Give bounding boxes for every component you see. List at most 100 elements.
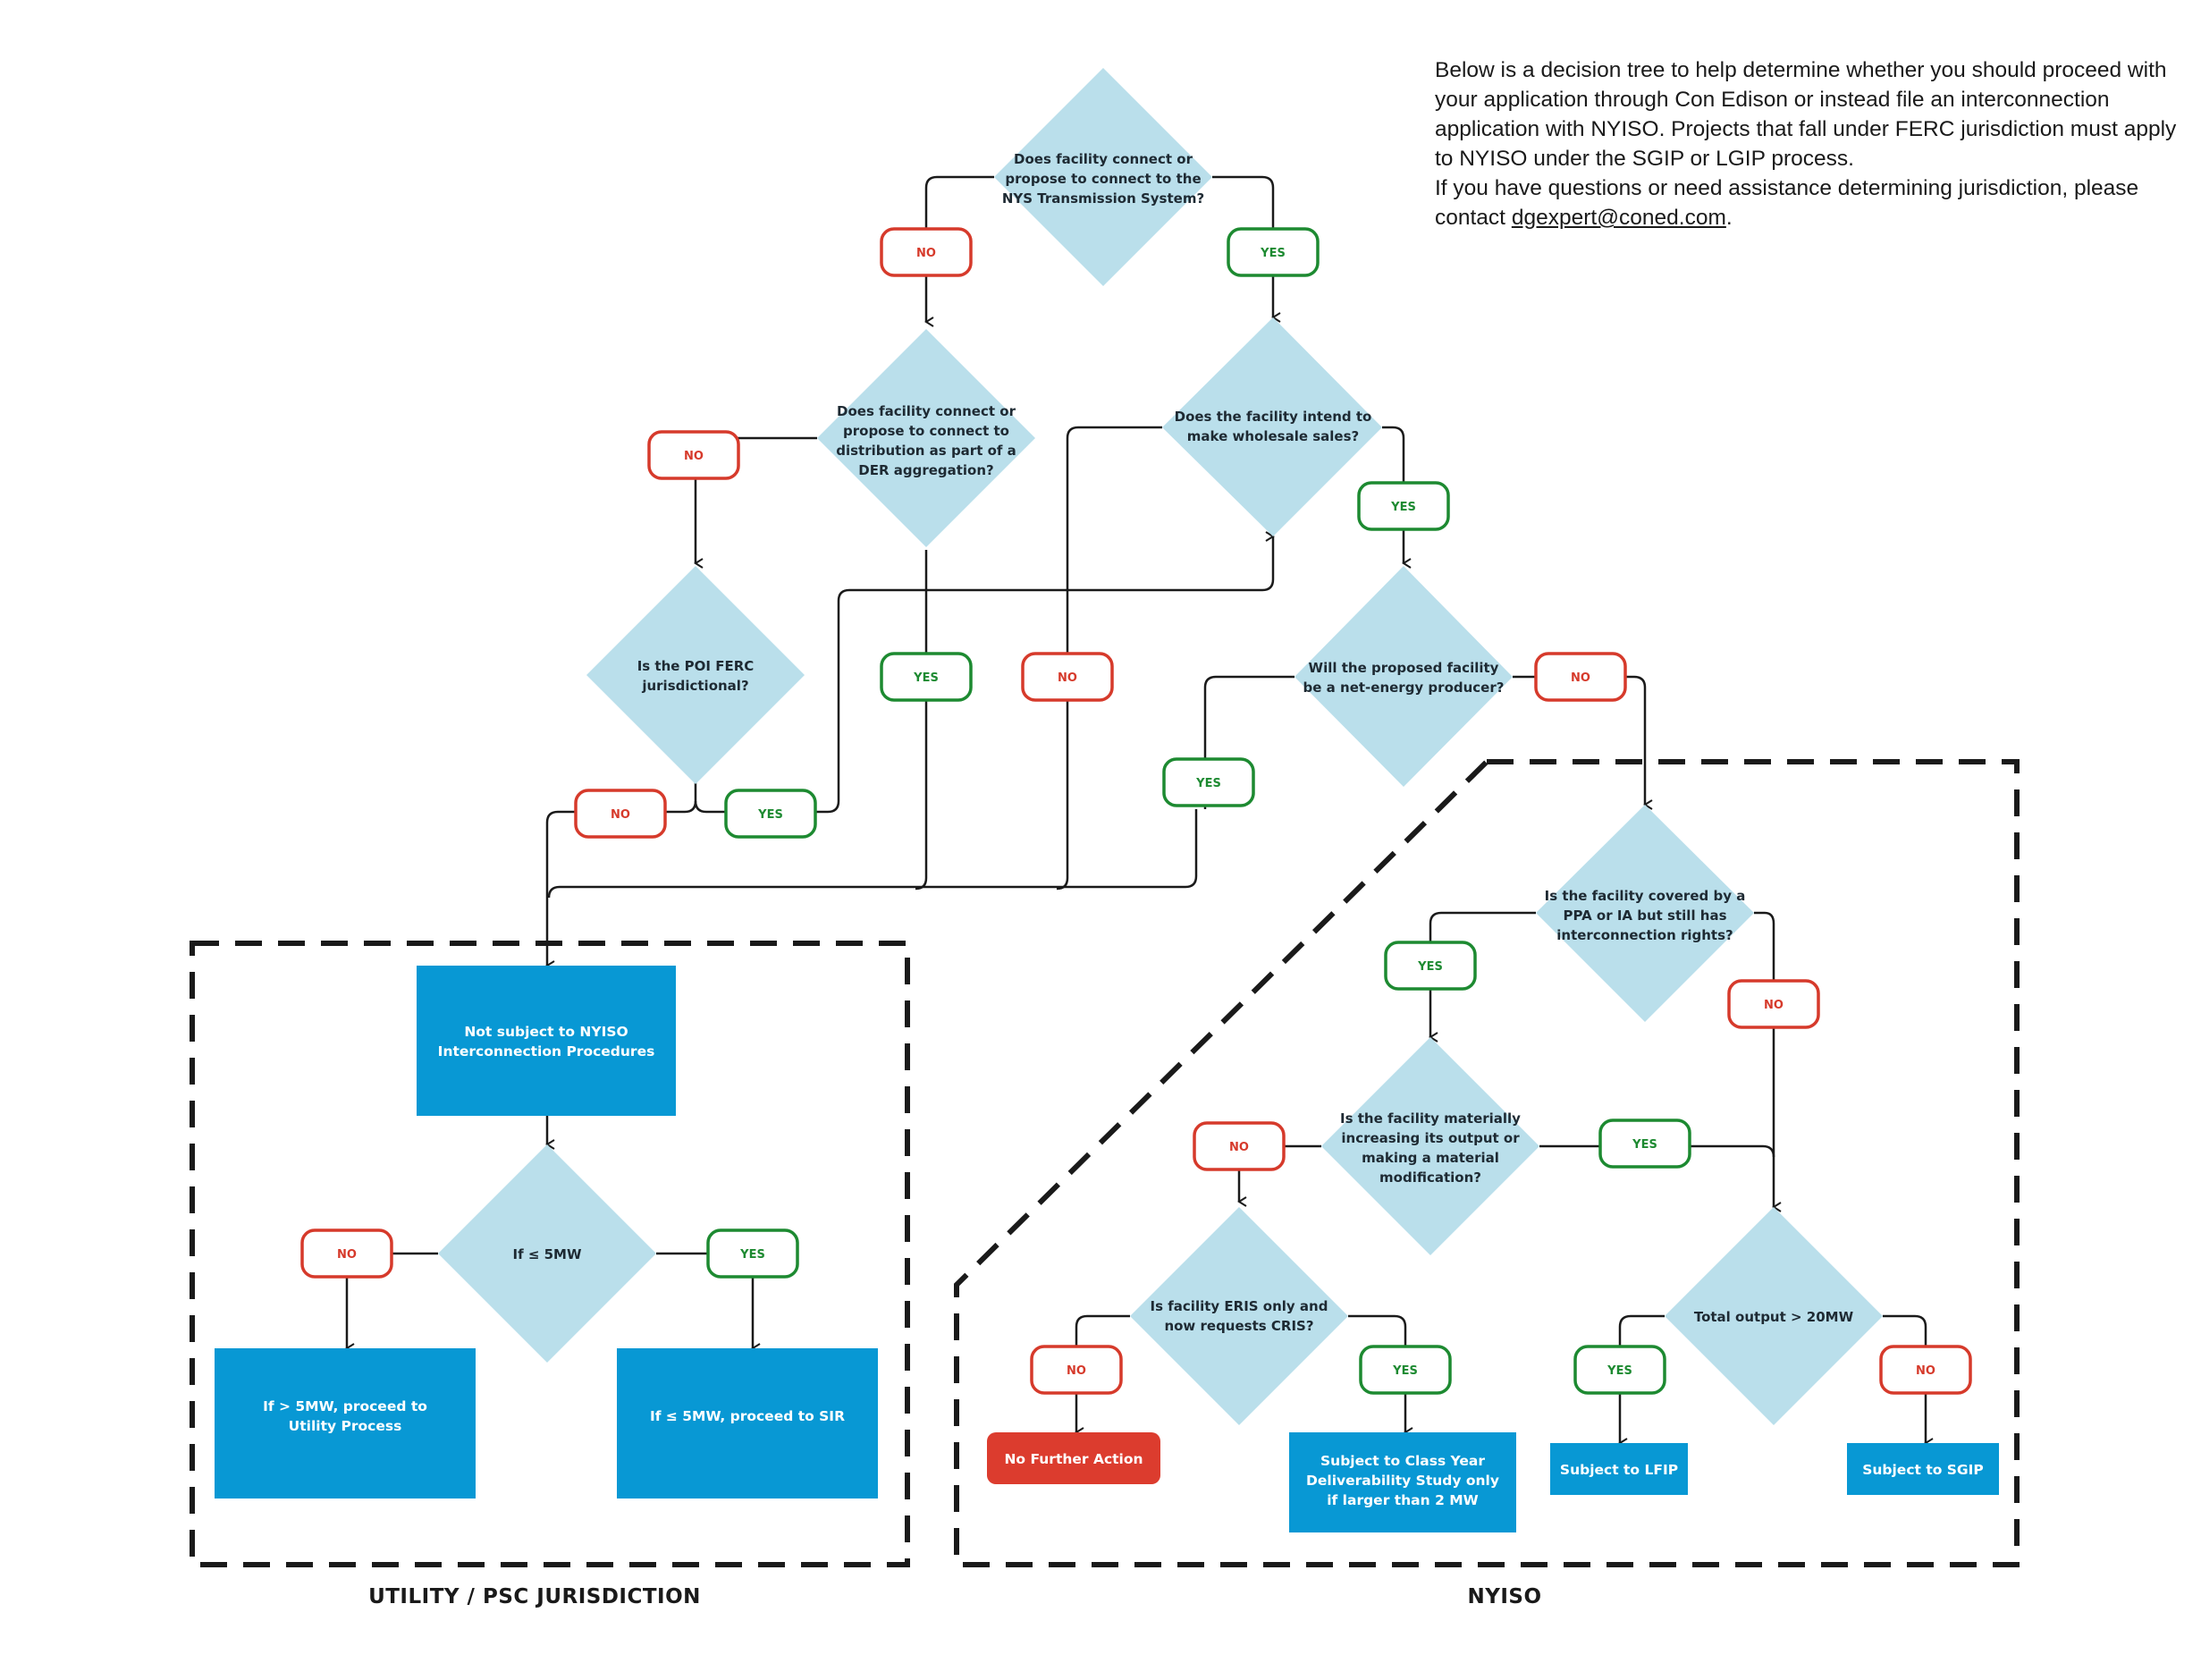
no-text: NO — [1571, 671, 1590, 685]
decision-ppa-ia: Is the facility covered by a PPA or IA bu… — [1536, 805, 1754, 1022]
outcome-line: Subject to LFIP — [1560, 1462, 1678, 1478]
intro-contact-suffix: . — [1725, 206, 1733, 230]
decision-line: propose to connect to — [843, 423, 1009, 439]
intro-text: Below is a decision tree to help determi… — [1435, 55, 2186, 232]
yes-text: YES — [913, 671, 939, 685]
yes-text: YES — [1260, 247, 1286, 260]
decision-line: making a material — [1362, 1150, 1499, 1166]
yes-label: YES — [1162, 757, 1255, 807]
connector — [547, 809, 1198, 899]
outcome-line: Subject to Class Year — [1320, 1453, 1485, 1469]
no-text: NO — [1764, 999, 1784, 1012]
connector — [1212, 175, 1281, 323]
outcome-line: No Further Action — [1004, 1451, 1143, 1467]
yes-label: YES — [1227, 227, 1320, 277]
decision-text: Is the facility covered by a PPA or IA bu… — [1545, 888, 1746, 943]
yes-text: YES — [1195, 777, 1221, 790]
connector — [1883, 1314, 1934, 1448]
decision-line: If ≤ 5MW — [512, 1246, 581, 1262]
decision-line: Is the facility materially — [1340, 1110, 1521, 1127]
outcome-line: Utility Process — [289, 1418, 402, 1434]
decision-text: Is facility ERIS only and now requests CR… — [1151, 1298, 1328, 1334]
no-text: NO — [1058, 671, 1077, 685]
nyiso-region-label: NYISO — [1467, 1585, 1541, 1608]
decision-text: Does facility connect or propose to conne… — [1002, 151, 1204, 207]
intro-contact-prefix: If you have questions or need assistance… — [1435, 176, 2139, 230]
decision-line: Will the proposed facility — [1309, 660, 1499, 676]
outcome-utility-process: If > 5MW, proceed to Utility Process — [215, 1348, 476, 1498]
decision-line: PPA or IA but still has — [1563, 908, 1726, 924]
outcome-line: Not subject to NYISO — [464, 1024, 628, 1040]
outcome-line: Interconnection Procedures — [438, 1043, 655, 1059]
outcome-no-further-action: No Further Action — [987, 1432, 1160, 1484]
connector — [924, 175, 994, 327]
yes-label: YES — [706, 1228, 799, 1279]
decision-text: If ≤ 5MW — [512, 1246, 581, 1262]
connector — [1539, 1144, 1775, 1158]
outcome-text: Not subject to NYISO Interconnection Proc… — [438, 1024, 655, 1059]
yes-label: YES — [1573, 1345, 1666, 1395]
decision-line: Does the facility intend to — [1175, 409, 1372, 425]
connector — [915, 550, 928, 891]
no-text: NO — [337, 1248, 357, 1262]
decision-line: distribution as part of a — [836, 443, 1016, 459]
outcome-text: Subject to LFIP — [1560, 1462, 1678, 1478]
no-text: NO — [684, 450, 704, 463]
no-label: NO — [1534, 652, 1627, 702]
outcome-sgip: Subject to SGIP — [1847, 1443, 1999, 1495]
outcome-line: Subject to SGIP — [1862, 1462, 1984, 1478]
outcome-line: Deliverability Study only — [1306, 1473, 1499, 1489]
decision-der-aggregation: Does facility connect or propose to conne… — [817, 329, 1035, 547]
decision-line: Is the facility covered by a — [1545, 888, 1746, 904]
decision-line: jurisdictional? — [641, 678, 748, 694]
yes-label: YES — [1598, 1119, 1691, 1169]
decision-text: Does facility connect or propose to conne… — [836, 403, 1016, 478]
no-label: NO — [1193, 1121, 1286, 1171]
decision-line: Does facility connect or — [1014, 151, 1193, 167]
outcome-text: If ≤ 5MW, proceed to SIR — [650, 1408, 845, 1424]
decision-eris-cris: Is facility ERIS only and now requests CR… — [1130, 1207, 1348, 1425]
outcome-line: if larger than 2 MW — [1327, 1492, 1479, 1508]
no-text: NO — [916, 247, 936, 260]
connector — [694, 531, 1275, 814]
intro-paragraph-2: If you have questions or need assistance… — [1435, 173, 2186, 232]
no-label: NO — [1879, 1345, 1972, 1395]
email-link[interactable]: dgexpert@coned.com — [1511, 206, 1726, 230]
nyiso-region-border — [954, 759, 2020, 1567]
decision-line: propose to connect to the — [1005, 171, 1201, 187]
connector — [684, 782, 697, 814]
connector — [1754, 911, 1782, 1212]
no-label: NO — [647, 430, 740, 480]
outcome-text: If > 5MW, proceed to Utility Process — [263, 1398, 427, 1434]
decision-line: interconnection rights? — [1556, 927, 1733, 943]
decision-line: now requests CRIS? — [1164, 1318, 1313, 1334]
yes-text: YES — [1632, 1138, 1657, 1152]
connector — [1348, 1314, 1413, 1438]
connector — [1203, 675, 1294, 809]
utility-region-border — [190, 941, 910, 1567]
no-label: NO — [880, 227, 973, 277]
outcome-text: No Further Action — [1004, 1451, 1143, 1467]
outcome-lfip: Subject to LFIP — [1550, 1443, 1688, 1495]
decision-line: Is facility ERIS only and — [1151, 1298, 1328, 1314]
decision-line: modification? — [1379, 1169, 1481, 1186]
decision-line: Does facility connect or — [837, 403, 1016, 419]
connector — [1429, 911, 1536, 1043]
yes-text: YES — [1392, 1364, 1418, 1378]
decision-line: Total output > 20MW — [1694, 1309, 1854, 1325]
outcome-line: If > 5MW, proceed to — [263, 1398, 427, 1414]
no-label: NO — [1727, 979, 1820, 1029]
intro-paragraph-1: Below is a decision tree to help determi… — [1435, 58, 2177, 171]
yes-label: YES — [1359, 1345, 1452, 1395]
yes-label: YES — [1357, 481, 1450, 531]
